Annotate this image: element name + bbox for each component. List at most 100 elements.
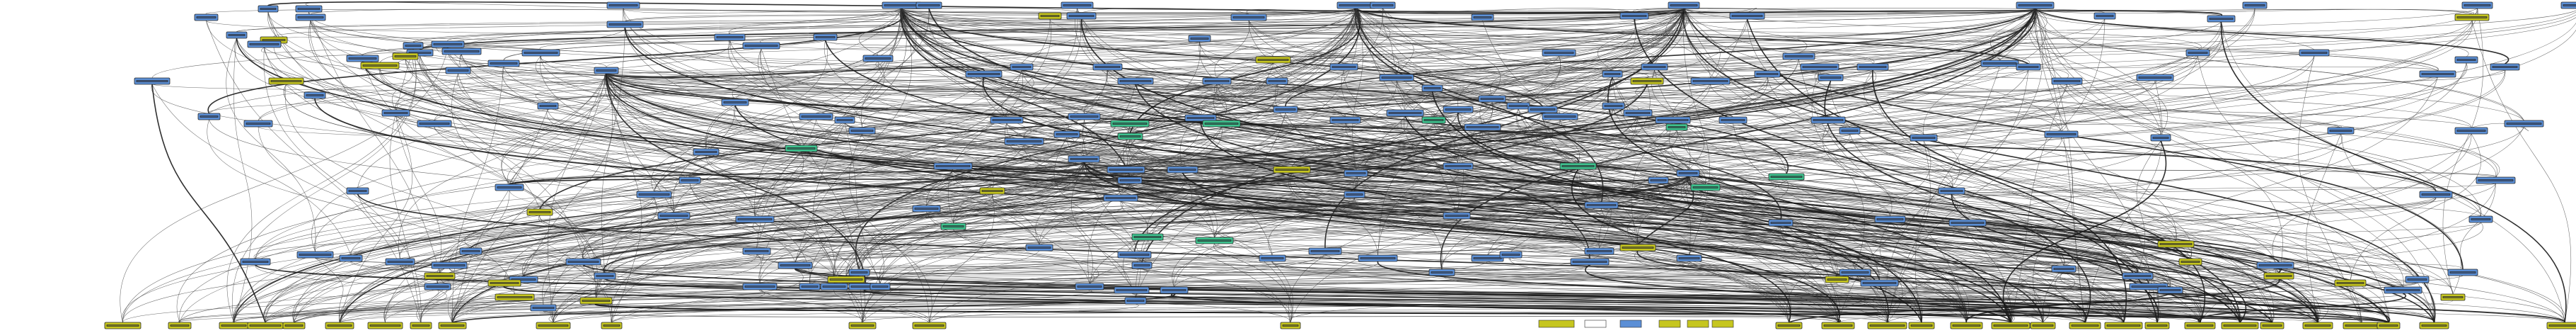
dependency-edge — [389, 48, 422, 323]
dependency-edge — [1404, 115, 2241, 323]
dependency-edge — [264, 36, 826, 45]
module-node — [2157, 286, 2183, 294]
dependency-edge — [1129, 126, 2138, 273]
dependency-edge — [1673, 20, 2473, 118]
dependency-edge — [209, 66, 2000, 114]
module-node — [2093, 12, 2116, 20]
module-node — [2242, 1, 2268, 9]
dependency-edge — [729, 8, 902, 35]
module-node — [431, 261, 468, 269]
dependency-edge — [754, 222, 2435, 323]
dependency-edge — [314, 98, 2318, 323]
dependency-edge — [1356, 8, 2362, 323]
module-node — [1344, 191, 1365, 198]
module-node — [657, 212, 691, 220]
dependency-edge — [1914, 66, 2000, 323]
dependency-edge — [732, 8, 1357, 100]
dependency-edge — [901, 8, 1590, 259]
dependency-edge — [1682, 8, 2176, 242]
dependency-edge — [263, 47, 422, 323]
external-package-node — [2260, 322, 2285, 329]
dependency-edge — [606, 73, 674, 213]
dependency-edge — [1441, 55, 2198, 270]
dependency-edge — [1248, 20, 1561, 114]
module-node — [1167, 166, 1199, 174]
dependency-edge — [179, 254, 757, 323]
dependency-edge — [734, 105, 1840, 323]
module-node — [2454, 56, 2478, 64]
dependency-edge — [1130, 8, 2035, 134]
module-node — [487, 60, 520, 67]
dependency-edge — [1705, 186, 2437, 196]
dependency-edge — [1635, 84, 1733, 118]
dependency-edge — [1248, 20, 2202, 323]
module-node — [714, 33, 746, 41]
module-node — [870, 283, 891, 290]
module-node — [295, 13, 326, 21]
dependency-edge — [583, 8, 1685, 259]
module-node — [2150, 134, 2171, 142]
module-node — [1053, 130, 1080, 138]
dependency-edge — [255, 264, 2086, 323]
dependency-edge — [1024, 144, 1706, 185]
external-package-node — [1038, 12, 1062, 20]
module-node — [882, 1, 922, 9]
external-package-node — [2419, 322, 2449, 329]
dependency-edge — [1377, 123, 1434, 256]
dependency-edge — [845, 21, 2222, 277]
module-node — [2016, 1, 2055, 9]
dependency-edge — [705, 154, 2318, 323]
module-node — [1938, 187, 1965, 195]
dependency-edge — [2031, 8, 2524, 121]
dependency-edge — [2035, 8, 2469, 57]
module-node — [1117, 77, 1154, 85]
dependency-edge — [399, 197, 654, 259]
dependency-edge — [449, 268, 2319, 323]
external-package-node — [2376, 322, 2401, 329]
external-package-node — [410, 322, 432, 329]
module-node — [134, 77, 171, 85]
external-package-node — [2184, 322, 2216, 329]
dependency-edge — [265, 8, 2256, 323]
dependency-edge — [1542, 77, 2438, 107]
dependency-edge — [339, 115, 413, 323]
dependency-edge — [901, 8, 2138, 273]
legend-item — [1538, 320, 1575, 328]
module-node — [742, 283, 778, 290]
dependency-edge — [1276, 84, 1924, 135]
module-node — [1623, 109, 1653, 117]
module-node — [1004, 137, 1044, 145]
dependency-edge — [900, 8, 2222, 16]
external-package-node — [2302, 322, 2333, 329]
module-node — [1729, 12, 1765, 20]
external-package-node — [2157, 240, 2195, 248]
dependency-edge — [305, 1, 902, 13]
dependency-edge — [2034, 8, 2509, 64]
dependency-edge — [1083, 162, 2139, 273]
dependency-edge — [795, 268, 2565, 323]
dependency-edge — [1351, 8, 1399, 75]
module-node — [1506, 102, 1530, 110]
dependency-edge — [595, 303, 2389, 323]
dependency-edge — [1710, 84, 2481, 217]
dependency-edge — [310, 8, 1357, 15]
module-node — [1025, 244, 1053, 252]
dependency-edge — [412, 8, 1357, 43]
external-package-node — [1280, 322, 1301, 329]
dependency-edge — [845, 282, 2124, 323]
module-node — [417, 120, 452, 128]
dependency-edge — [1199, 41, 1346, 118]
module-node — [565, 258, 601, 266]
dependency-edge — [1457, 165, 1690, 174]
external-package-node — [2144, 322, 2170, 329]
module-node — [594, 67, 619, 74]
dependency-edge — [178, 289, 868, 323]
test-module-node — [1110, 120, 1150, 128]
dependency-edge — [122, 137, 2062, 323]
external-package-node — [979, 187, 1005, 195]
dependency-edge — [543, 310, 2013, 323]
external-package-node — [2343, 322, 2380, 329]
dependency-edge — [606, 73, 1922, 323]
dependency-edge — [1433, 108, 1614, 118]
dependency-edge — [2035, 8, 2473, 15]
